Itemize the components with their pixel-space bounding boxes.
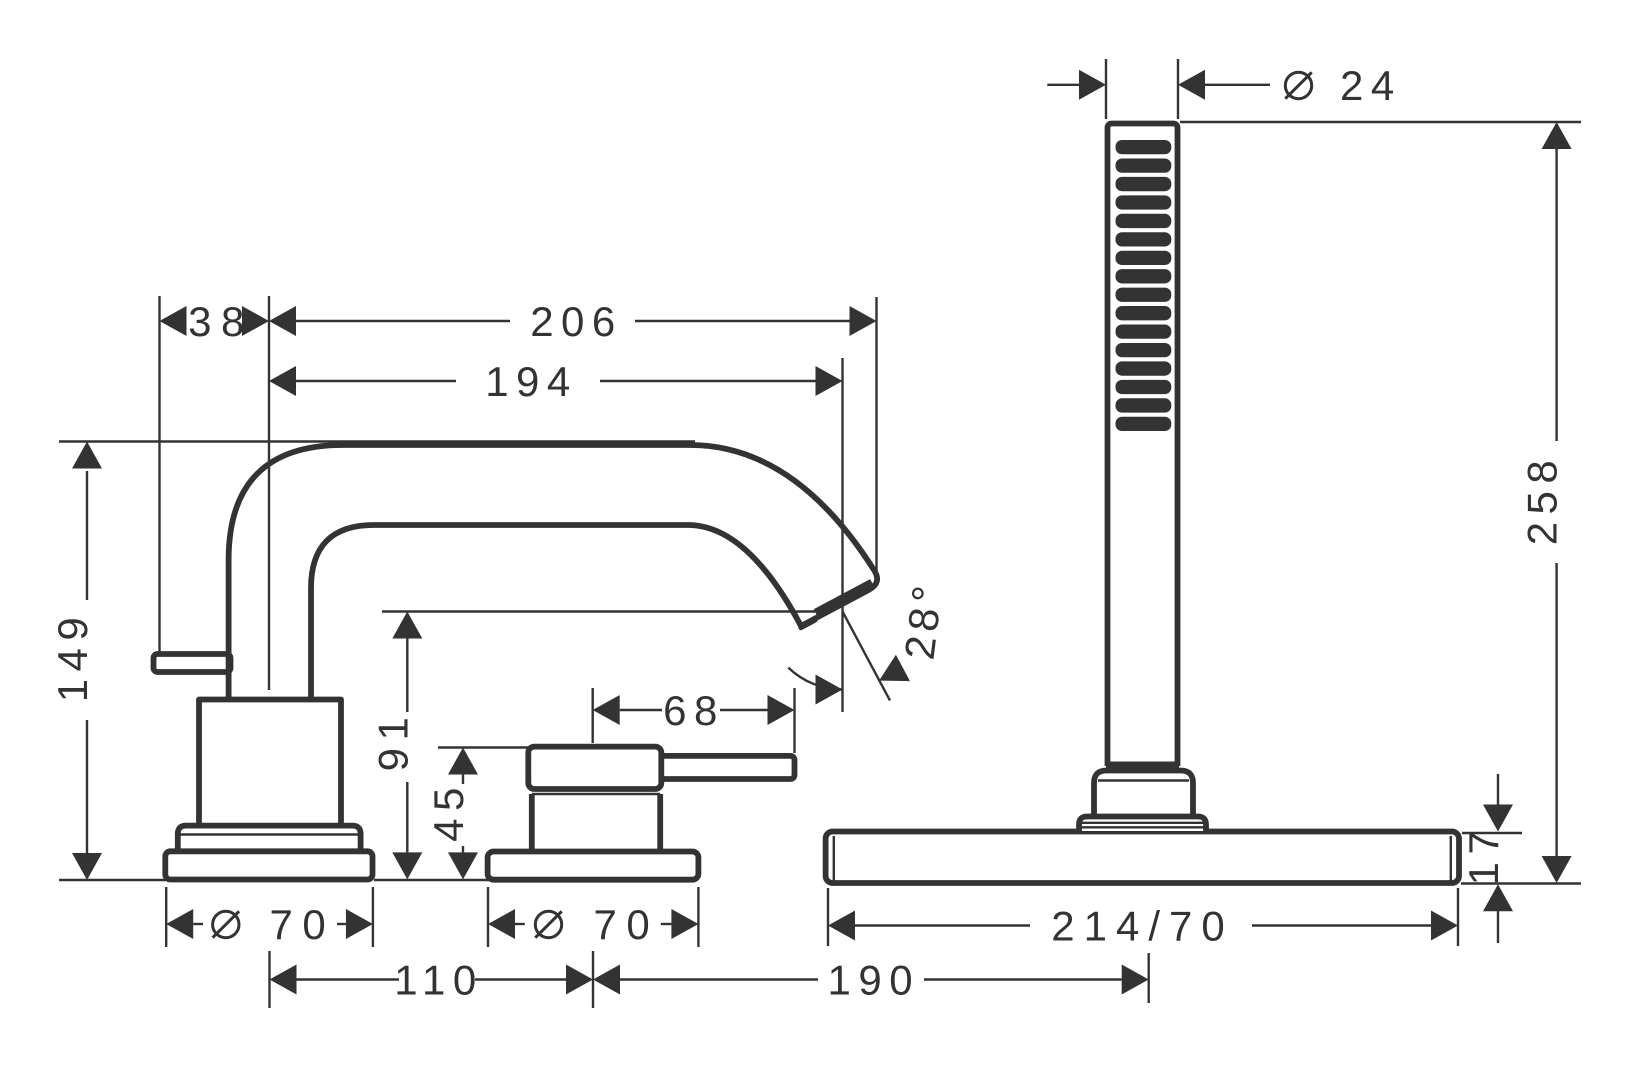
svg-text:70: 70 xyxy=(594,901,660,948)
svg-text:24: 24 xyxy=(1340,62,1402,109)
svg-text:45: 45 xyxy=(425,780,472,842)
svg-text:110: 110 xyxy=(394,957,483,1004)
svg-text:17: 17 xyxy=(1460,824,1507,886)
svg-text:190: 190 xyxy=(828,957,921,1004)
svg-text:91: 91 xyxy=(369,710,416,772)
svg-text:194: 194 xyxy=(485,358,578,405)
svg-text:38: 38 xyxy=(188,298,254,345)
svg-text:28°: 28° xyxy=(895,578,951,662)
svg-text:70: 70 xyxy=(270,901,336,948)
svg-text:258: 258 xyxy=(1519,453,1566,546)
svg-text:68: 68 xyxy=(663,687,725,734)
svg-text:214/70: 214/70 xyxy=(1051,903,1233,950)
svg-text:149: 149 xyxy=(49,610,96,703)
svg-text:206: 206 xyxy=(530,298,623,345)
